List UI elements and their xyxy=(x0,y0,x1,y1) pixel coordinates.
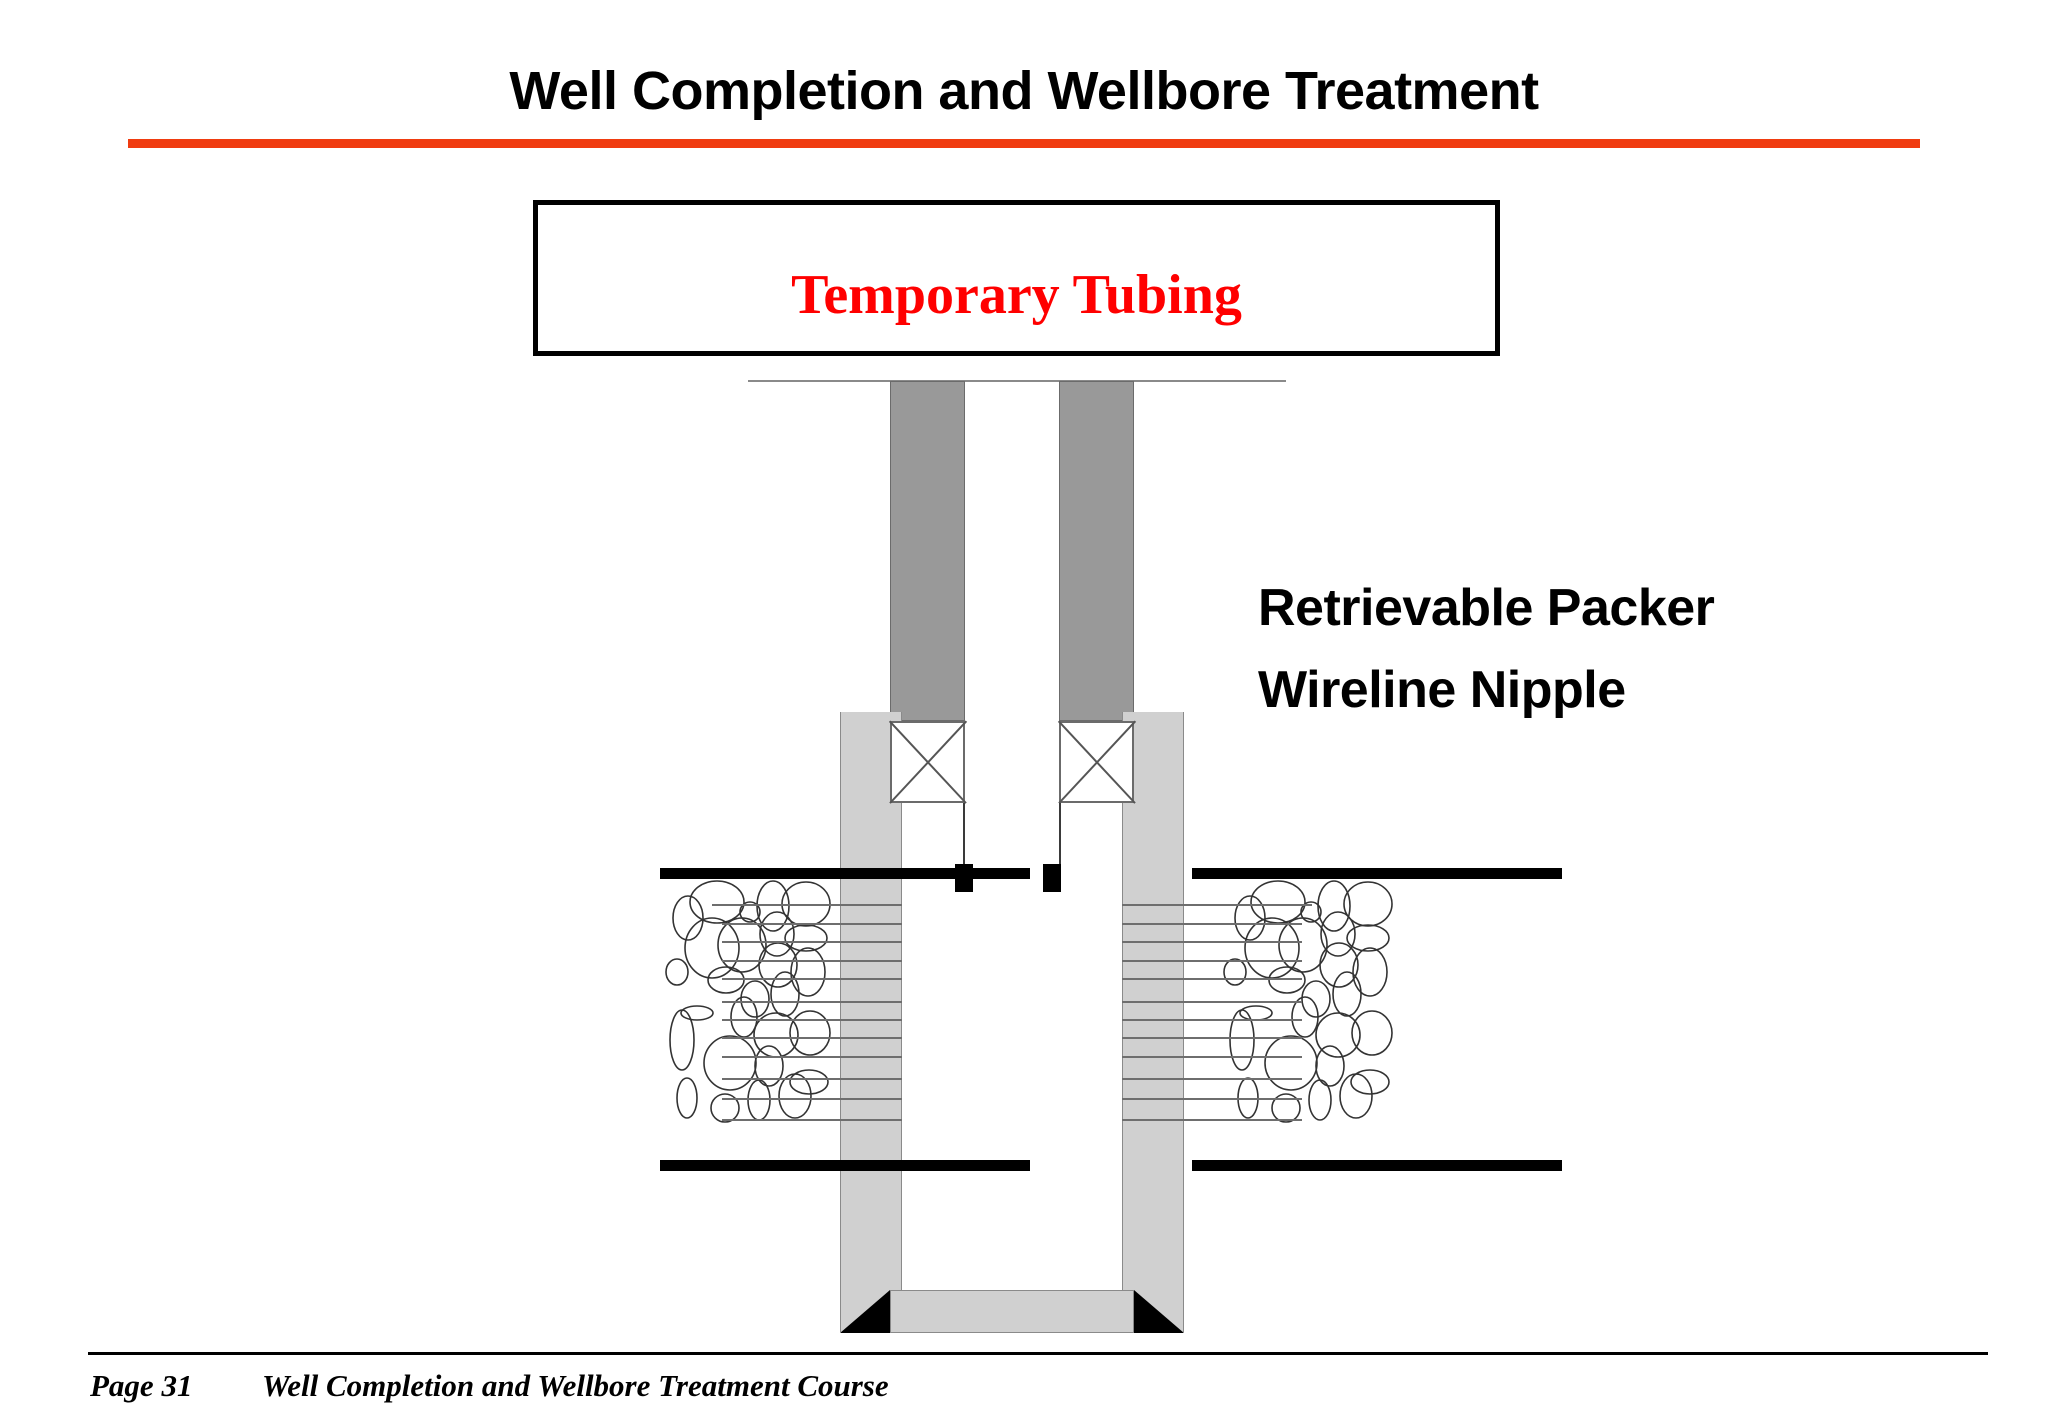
temporary-tubing-callout-box xyxy=(533,200,1500,356)
footer-course-title: Well Completion and Wellbore Treatment C… xyxy=(262,1368,889,1403)
perf-line xyxy=(722,1019,902,1021)
footer-page-number: Page 31 xyxy=(90,1368,193,1403)
perf-line xyxy=(722,1098,902,1100)
perf-line xyxy=(722,978,902,980)
perf-line xyxy=(1122,978,1302,980)
perf-line xyxy=(722,1056,902,1058)
perf-line xyxy=(1122,1037,1302,1039)
casing-shoe-left xyxy=(840,1290,890,1333)
bottom-plug xyxy=(890,1290,1134,1333)
footer-divider xyxy=(88,1352,1988,1355)
perf-line xyxy=(1122,941,1302,943)
formation-vugs-right xyxy=(1223,880,1393,1123)
tubing-string-left xyxy=(890,381,965,721)
perf-line xyxy=(712,904,902,906)
retrievable-packer-label: Retrievable Packer xyxy=(1258,579,1715,637)
perf-zone-marker-bottom-left xyxy=(660,1160,1030,1171)
page-title: Well Completion and Wellbore Treatment xyxy=(509,61,1539,121)
retrievable-packer-right xyxy=(1057,720,1136,804)
tubing-string-right xyxy=(1059,381,1134,721)
perf-zone-marker-top-left xyxy=(660,868,1030,879)
perf-line xyxy=(722,960,902,962)
perf-line xyxy=(1122,923,1302,925)
perf-line xyxy=(1122,1001,1302,1003)
perf-line xyxy=(722,923,902,925)
perf-line xyxy=(722,1078,902,1080)
wireline-nipple-label: Wireline Nipple xyxy=(1258,661,1626,719)
perf-line xyxy=(722,1001,902,1003)
retrievable-packer-left xyxy=(888,720,967,804)
perf-line xyxy=(722,1037,902,1039)
perf-line xyxy=(1122,1119,1302,1121)
nipple-stem-right xyxy=(1059,803,1061,865)
perf-line xyxy=(1122,960,1302,962)
wireline-nipple-right xyxy=(1043,864,1061,892)
title-accent-rule xyxy=(128,139,1920,148)
perf-zone-marker-bottom-right xyxy=(1192,1160,1562,1171)
perf-zone-marker-top-right xyxy=(1192,868,1562,879)
ground-line xyxy=(748,380,1286,382)
perf-line xyxy=(1122,904,1312,906)
temporary-tubing-callout-label: Temporary Tubing xyxy=(791,264,1242,326)
nipple-stem-left xyxy=(963,803,965,865)
perf-line xyxy=(1122,1056,1302,1058)
casing-wall-right xyxy=(1122,712,1184,1332)
perf-line xyxy=(722,941,902,943)
casing-shoe-right xyxy=(1134,1290,1184,1333)
perf-line xyxy=(1122,1078,1302,1080)
perf-line xyxy=(722,1119,902,1121)
formation-vugs-left xyxy=(665,880,831,1123)
casing-wall-left xyxy=(840,712,902,1332)
perf-line xyxy=(1122,1019,1302,1021)
perf-line xyxy=(1122,1098,1302,1100)
